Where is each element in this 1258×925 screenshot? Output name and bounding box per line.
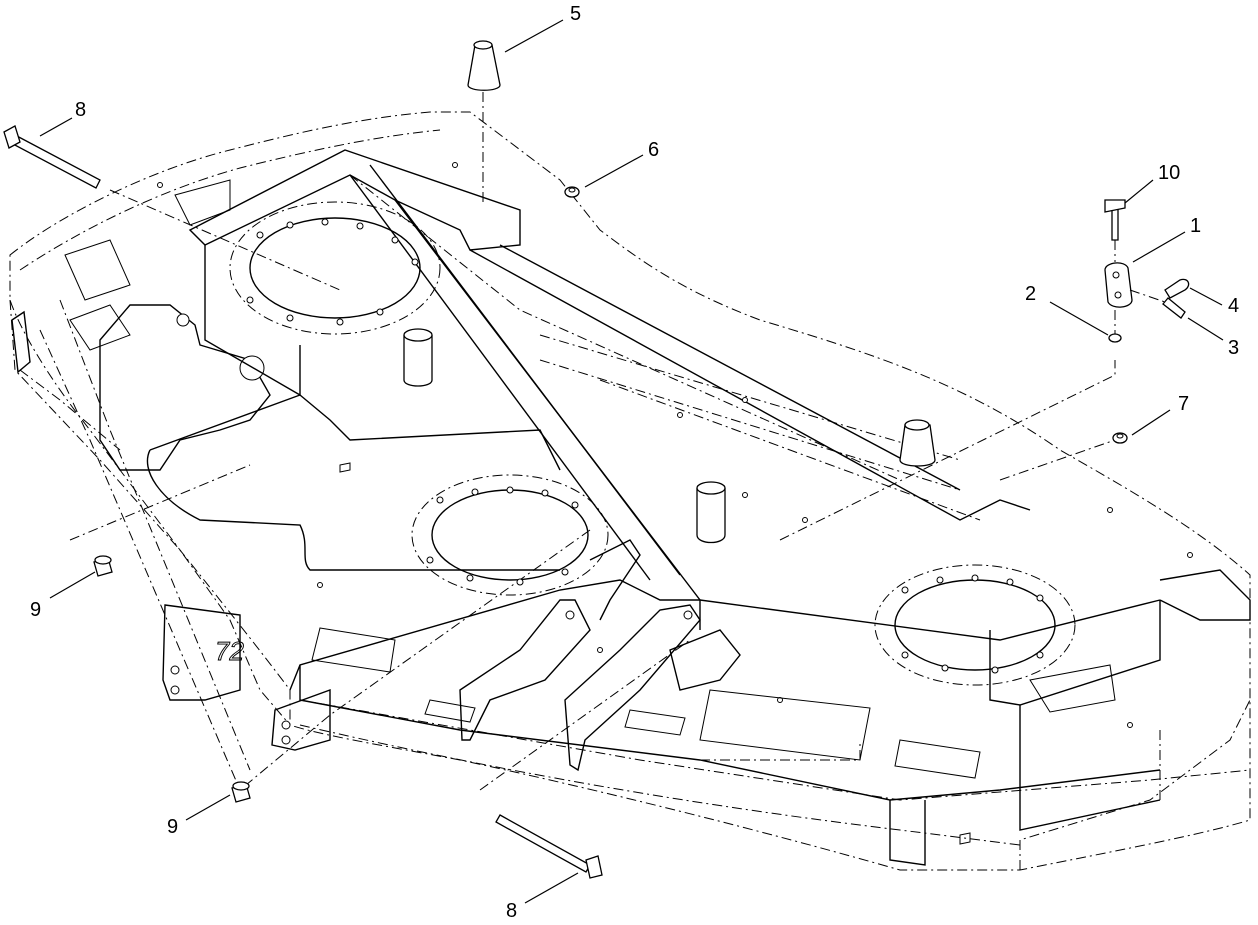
callout-1: 1 xyxy=(1190,215,1202,237)
locknut-part-9-lower xyxy=(231,781,251,803)
callout-10: 10 xyxy=(1158,162,1181,184)
bolt-holes xyxy=(157,162,1193,728)
long-bolt-part-8-lower xyxy=(495,814,603,879)
callout-8-upper: 8 xyxy=(75,99,87,121)
spindle-openings xyxy=(157,162,1193,728)
clevis-bracket-part-1 xyxy=(1104,262,1133,308)
bumper-cone-part-5 xyxy=(467,40,501,205)
hairpin-part-4 xyxy=(1164,278,1190,299)
callout-3: 3 xyxy=(1228,337,1240,359)
callout-2: 2 xyxy=(1025,283,1037,305)
nut-part-2 xyxy=(1108,310,1122,343)
callout-9-left: 9 xyxy=(30,599,42,621)
flange-nut-part-6 xyxy=(564,186,580,198)
hitch-pin-part-10 xyxy=(1104,199,1126,262)
callout-6: 6 xyxy=(648,139,660,161)
deck-outline xyxy=(9,111,1251,871)
locknut-part-9-left xyxy=(93,555,113,577)
callout-9-lower: 9 xyxy=(167,816,179,838)
nut-part-7 xyxy=(1112,432,1128,444)
leader-lines xyxy=(39,19,1224,904)
left-skirt xyxy=(9,299,331,751)
clevis-pin-part-3 xyxy=(1129,289,1186,319)
callout-7: 7 xyxy=(1178,393,1190,415)
front-brackets xyxy=(459,539,741,772)
callout-4: 4 xyxy=(1228,295,1240,317)
hidden-structure xyxy=(39,174,1116,791)
spindle-posts xyxy=(403,328,936,544)
decals: 72 xyxy=(64,179,1116,845)
callout-5: 5 xyxy=(570,3,582,25)
long-bolt-part-8-upper xyxy=(3,125,101,189)
deck-size-decal: 72 xyxy=(213,636,247,666)
callout-8-lower: 8 xyxy=(506,900,518,922)
